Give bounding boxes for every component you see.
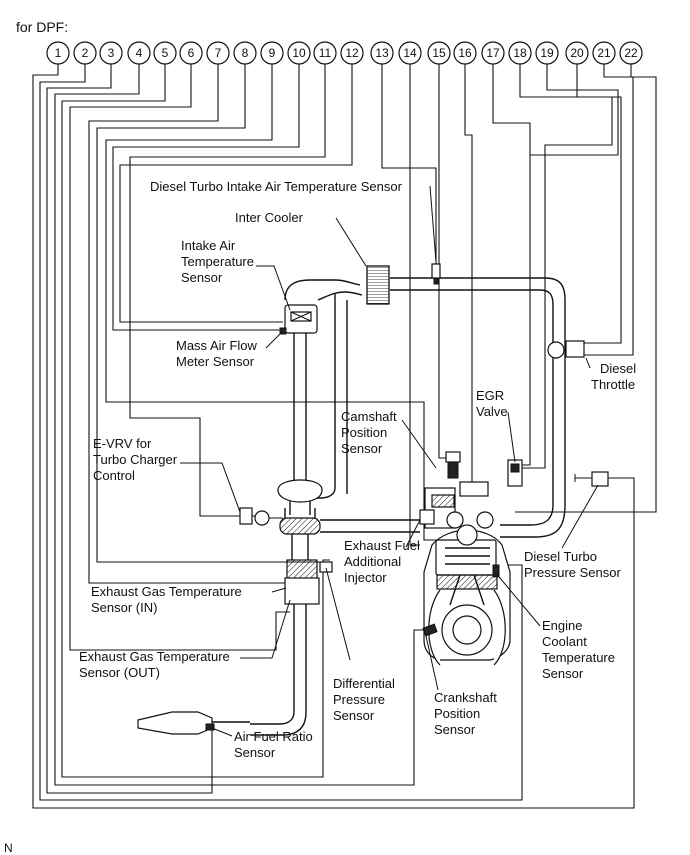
label-camshaft-1: Camshaft xyxy=(341,409,397,424)
connector-label-14: 14 xyxy=(403,46,417,60)
label-exhaust-fuel-1: Exhaust Fuel xyxy=(344,538,420,553)
connector-label-1: 1 xyxy=(55,46,62,60)
connector-label-17: 17 xyxy=(486,46,500,60)
connector-label-10: 10 xyxy=(292,46,306,60)
label-exh-gas-in-1: Exhaust Gas Temperature xyxy=(91,584,242,599)
label-intake-air-temp-3: Sensor xyxy=(181,270,223,285)
label-egr-valve-1: EGR xyxy=(476,388,504,403)
connector-label-20: 20 xyxy=(570,46,584,60)
exhaust-fuel-additional-injector xyxy=(419,509,435,525)
turbo-compressor xyxy=(277,479,323,503)
engine-block xyxy=(423,524,511,666)
intake-piping xyxy=(284,277,566,538)
connector-label-6: 6 xyxy=(188,46,195,60)
label-evrv-3: Control xyxy=(93,468,135,483)
label-mass-air-flow-1: Mass Air Flow xyxy=(176,338,258,353)
labels: Diesel Turbo Intake Air Temperature Sens… xyxy=(4,179,636,855)
label-exh-gas-out-1: Exhaust Gas Temperature xyxy=(79,649,230,664)
label-evrv-1: E-VRV for xyxy=(93,436,152,451)
label-diesel-turbo-pressure-2: Pressure Sensor xyxy=(524,565,621,580)
engine-coolant-temp-sensor xyxy=(492,564,500,578)
diesel-throttle-actuator xyxy=(565,340,585,358)
label-diesel-throttle-1: Diesel xyxy=(600,361,636,376)
label-diff-pressure-3: Sensor xyxy=(333,708,375,723)
connector-label-11: 11 xyxy=(319,46,332,60)
engine-head xyxy=(424,451,494,529)
label-diff-pressure-2: Pressure xyxy=(333,692,385,707)
label-coolant-1: Engine xyxy=(542,618,582,633)
evrv-valve xyxy=(239,507,253,525)
catalytic-converter xyxy=(137,711,213,735)
label-crankshaft-1: Crankshaft xyxy=(434,690,497,705)
dpf-catalyst xyxy=(250,534,333,736)
intercooler xyxy=(366,265,390,305)
diesel-turbo-intake-air-temp-sensor xyxy=(431,263,441,279)
connector-label-19: 19 xyxy=(540,46,554,60)
label-diesel-turbo-pressure-1: Diesel Turbo xyxy=(524,549,597,564)
label-camshaft-2: Position xyxy=(341,425,387,440)
connector-label-4: 4 xyxy=(136,46,143,60)
label-diesel-throttle-2: Throttle xyxy=(591,377,635,392)
connector-label-5: 5 xyxy=(162,46,169,60)
label-exhaust-fuel-3: Injector xyxy=(344,570,387,585)
diesel-throttle-body xyxy=(547,341,565,359)
connector-label-9: 9 xyxy=(269,46,276,60)
label-evrv-2: Turbo Charger xyxy=(93,452,178,467)
connector-label-8: 8 xyxy=(242,46,249,60)
connector-label-7: 7 xyxy=(215,46,222,60)
wiring-harness xyxy=(32,64,657,809)
connector-label-15: 15 xyxy=(432,46,446,60)
air-fuel-ratio-sensor xyxy=(205,723,215,731)
label-crankshaft-2: Position xyxy=(434,706,480,721)
connector-label-12: 12 xyxy=(345,46,359,60)
label-exh-gas-in-2: Sensor (IN) xyxy=(91,600,157,615)
crankshaft-position-sensor xyxy=(422,623,438,637)
connector-label-21: 21 xyxy=(597,46,611,60)
label-intake-air-temp-1: Intake Air xyxy=(181,238,236,253)
connector-label-16: 16 xyxy=(458,46,472,60)
label-mass-air-flow-2: Meter Sensor xyxy=(176,354,255,369)
connector-label-22: 22 xyxy=(624,46,638,60)
label-intake-air-temp-2: Temperature xyxy=(181,254,254,269)
page-header: for DPF: xyxy=(16,19,68,35)
label-inter-cooler: Inter Cooler xyxy=(235,210,304,225)
label-coolant-2: Coolant xyxy=(542,634,587,649)
footer-mark: N xyxy=(4,841,13,855)
label-diff-pressure-1: Differential xyxy=(333,676,395,691)
label-egr-valve-2: Valve xyxy=(476,404,508,419)
diesel-turbo-pressure-sensor xyxy=(591,471,609,487)
connector-label-18: 18 xyxy=(513,46,527,60)
label-crankshaft-3: Sensor xyxy=(434,722,476,737)
connector-label-3: 3 xyxy=(108,46,115,60)
label-afr-1: Air Fuel Ratio xyxy=(234,729,313,744)
turbo-turbine xyxy=(279,517,321,535)
connector-label-2: 2 xyxy=(82,46,89,60)
label-camshaft-3: Sensor xyxy=(341,441,383,456)
label-coolant-3: Temperature xyxy=(542,650,615,665)
label-exhaust-fuel-2: Additional xyxy=(344,554,401,569)
leader-lines xyxy=(180,185,599,737)
label-diesel-turbo-intake-air-temp: Diesel Turbo Intake Air Temperature Sens… xyxy=(150,179,403,194)
connector-label-13: 13 xyxy=(375,46,389,60)
label-coolant-4: Sensor xyxy=(542,666,584,681)
label-exh-gas-out-2: Sensor (OUT) xyxy=(79,665,160,680)
label-afr-2: Sensor xyxy=(234,745,276,760)
